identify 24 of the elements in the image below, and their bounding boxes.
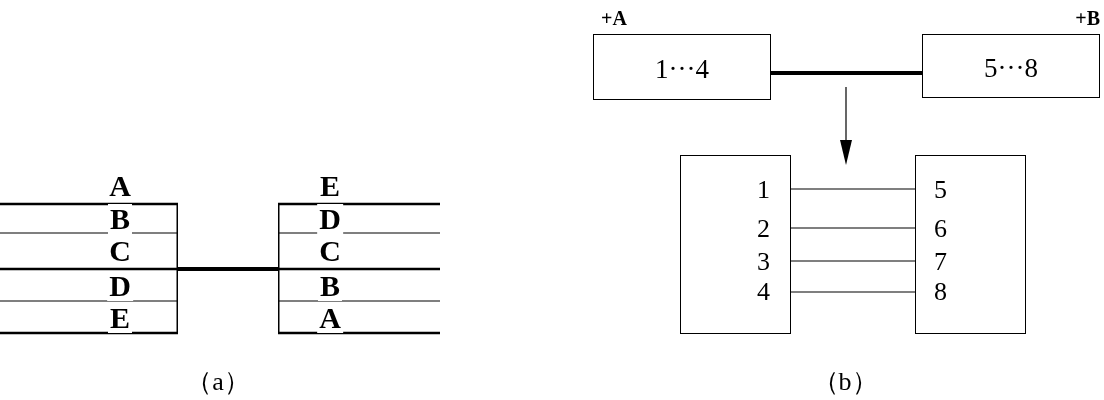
terminal-number: 8 — [916, 278, 976, 306]
terminal-number: 4 — [721, 278, 790, 306]
wire — [789, 260, 917, 262]
wire — [789, 291, 917, 293]
terminal-block — [915, 155, 1026, 334]
terminal-block-label: +A — [601, 8, 627, 28]
terminal-block: 5···8 — [922, 34, 1100, 98]
terminal-block: 1···4 — [593, 34, 771, 100]
terminal-number: 2 — [721, 215, 790, 243]
terminal-number: 5 — [916, 176, 976, 204]
terminal-number: 6 — [916, 215, 976, 243]
terminal-number: 3 — [721, 248, 790, 276]
panel-label: （a） — [186, 369, 250, 395]
terminal-letter: B — [108, 204, 132, 234]
wire — [178, 267, 278, 271]
panel-label: （b） — [812, 369, 878, 395]
wire — [789, 188, 917, 190]
wire — [789, 227, 917, 229]
terminal-block-label: +B — [1075, 8, 1100, 28]
terminal-block — [680, 155, 791, 334]
terminal-number: 1 — [721, 176, 790, 204]
terminal-letter: D — [317, 204, 343, 234]
wire — [771, 71, 922, 75]
terminal-number: 7 — [916, 248, 976, 276]
